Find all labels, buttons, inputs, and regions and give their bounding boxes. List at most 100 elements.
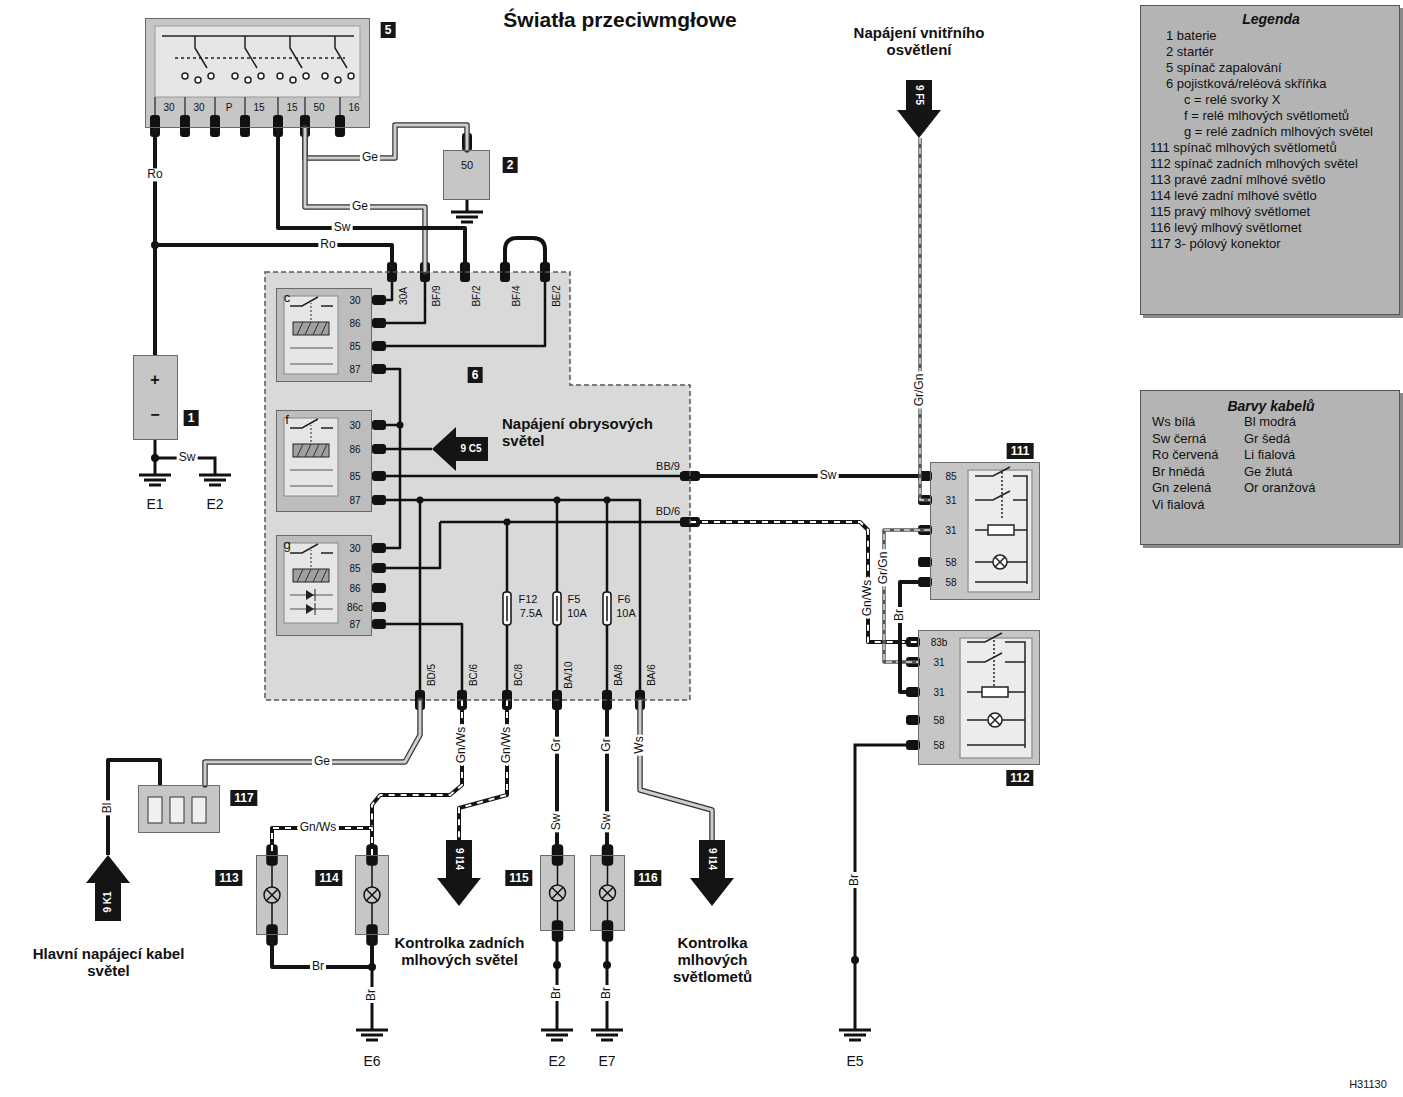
contact-points (182, 73, 354, 83)
wire-color-label: Br (600, 985, 613, 1001)
pin-number: 15 (251, 102, 266, 113)
relay-mechanism (284, 296, 338, 374)
lamp-body (256, 855, 288, 935)
fuse-symbols (503, 592, 611, 625)
wire-color-label: Gr/Gn (877, 550, 890, 587)
wire-stripe (372, 700, 462, 855)
pin-number: 15 (284, 102, 299, 113)
fuse-label: 10A (614, 607, 638, 619)
callout-number: 114 (315, 870, 342, 886)
wire-outline (305, 128, 425, 272)
pin-number: 30 (347, 420, 362, 431)
wire-color-label: Ws (633, 734, 646, 755)
drawing-number: H31130 (1347, 1078, 1389, 1090)
pin-number: 85 (943, 471, 958, 482)
internal-wiring (386, 238, 690, 690)
pin-number: 87 (347, 619, 362, 630)
fuse-label: 10A (565, 607, 589, 619)
reference-code: 9 I14 (453, 848, 465, 870)
callout-number: 117 (230, 790, 257, 806)
pin-number: 31 (943, 525, 958, 536)
legend-item: Ro červená (1152, 447, 1244, 464)
wire-stripe (884, 530, 930, 662)
arrow-shape (86, 855, 130, 921)
wire (690, 474, 930, 478)
pin-leads (155, 97, 340, 116)
arrow-caption: Napájení obrysových světel (502, 415, 687, 449)
wire-color-label: Ge (360, 151, 380, 164)
switch-body (918, 630, 1040, 765)
pin-number: 16 (346, 102, 361, 113)
wire-color-label: Br (893, 607, 906, 623)
switch-body (930, 462, 1040, 600)
relay-internals (284, 296, 338, 623)
contact-bar (162, 35, 354, 37)
legend-item: 6 pojistková/reléová skříňka (1166, 76, 1395, 92)
legend-item: Bl modrá (1244, 414, 1392, 431)
pin-number: 30 (161, 102, 176, 113)
diagram-title: Światła przeciwmgłowe (503, 8, 736, 32)
connector-code: BD/6 (654, 505, 682, 517)
pin-number: 31 (931, 657, 946, 668)
connector-body (138, 785, 220, 833)
arrow-caption: Kontrolka zadních mlhových světel (392, 934, 527, 968)
reference-arrow: 9 I14Kontrolka zadních mlhových světel (437, 840, 481, 906)
wire-color-label: Br (365, 987, 378, 1003)
connector-code: BE/2 (551, 283, 562, 309)
pin-number: 30 (347, 295, 362, 306)
fuse-box-fill (265, 272, 690, 700)
legend-item: 112 spínač zadních mlhových světel (1150, 156, 1395, 172)
legend-item: g = relé zadních mlhových světel (1184, 124, 1395, 140)
reference-arrow: 9 F5Napájení vnitřního osvětlení (897, 80, 941, 138)
legend-item: Vi fialová (1152, 497, 1244, 514)
reference-arrow: 9 I14Kontrolka mlhových světlometů (690, 840, 734, 906)
legend-item: Ws bílá (1152, 414, 1244, 431)
wire-color-label: Br (310, 960, 326, 973)
fuse-label: F6 (616, 593, 633, 605)
callout-number: 112 (1006, 770, 1033, 786)
dashed-outline (265, 272, 690, 700)
switch-body (145, 18, 370, 128)
wire-color-label: Gn/Ws (298, 821, 339, 834)
connector-code: BA/6 (646, 662, 657, 688)
starter-body (443, 150, 490, 200)
lamp-body (590, 855, 625, 931)
reference-code: 9 K1 (102, 891, 114, 912)
polarity-sign: + (148, 371, 161, 389)
legend-item: Or oranžová (1244, 480, 1392, 497)
pin-number: 86 (347, 583, 362, 594)
fuse-label: 7.5A (518, 607, 545, 619)
connector-code: BC/6 (468, 662, 479, 688)
legend-item: 113 pravé zadní mlhové světlo (1150, 172, 1395, 188)
pin-number: 31 (931, 687, 946, 698)
battery-body (133, 355, 178, 440)
legend-heading: Legenda (1242, 11, 1300, 27)
wire (205, 700, 420, 785)
pin-number: 58 (931, 740, 946, 751)
connector-code: BD/5 (426, 662, 437, 688)
ignition-switch-contacts (155, 36, 354, 116)
wire (108, 760, 160, 855)
callout-number: 115 (505, 870, 532, 886)
pin-number: 87 (347, 364, 362, 375)
pin-number: 85 (347, 471, 362, 482)
wire-color-label: Ge (312, 755, 332, 768)
wire-stripe (459, 700, 507, 840)
wire (900, 582, 930, 692)
arrow-shape (432, 427, 488, 471)
connector-code: BF/9 (431, 283, 442, 308)
connector-code: BF/2 (471, 283, 482, 308)
component-box: 1 (133, 355, 178, 440)
reference-code: 9 F5 (913, 85, 925, 105)
arrow-caption: Napájení vnitřního osvětlení (819, 24, 1019, 58)
wire-color-label: Sw (177, 451, 198, 464)
legend-item: 5 spínač zapalování (1166, 60, 1395, 76)
reference-arrow: 9 K1Hlavní napájecí kabel světel (86, 855, 130, 921)
wire-stripe (920, 138, 930, 500)
pin-number: 58 (943, 557, 958, 568)
callout-number: 5 (381, 22, 396, 38)
pin-number: 83b (929, 637, 950, 648)
wire-color-label: Ro (145, 168, 164, 181)
legend-item: Br hnědá (1152, 464, 1244, 481)
